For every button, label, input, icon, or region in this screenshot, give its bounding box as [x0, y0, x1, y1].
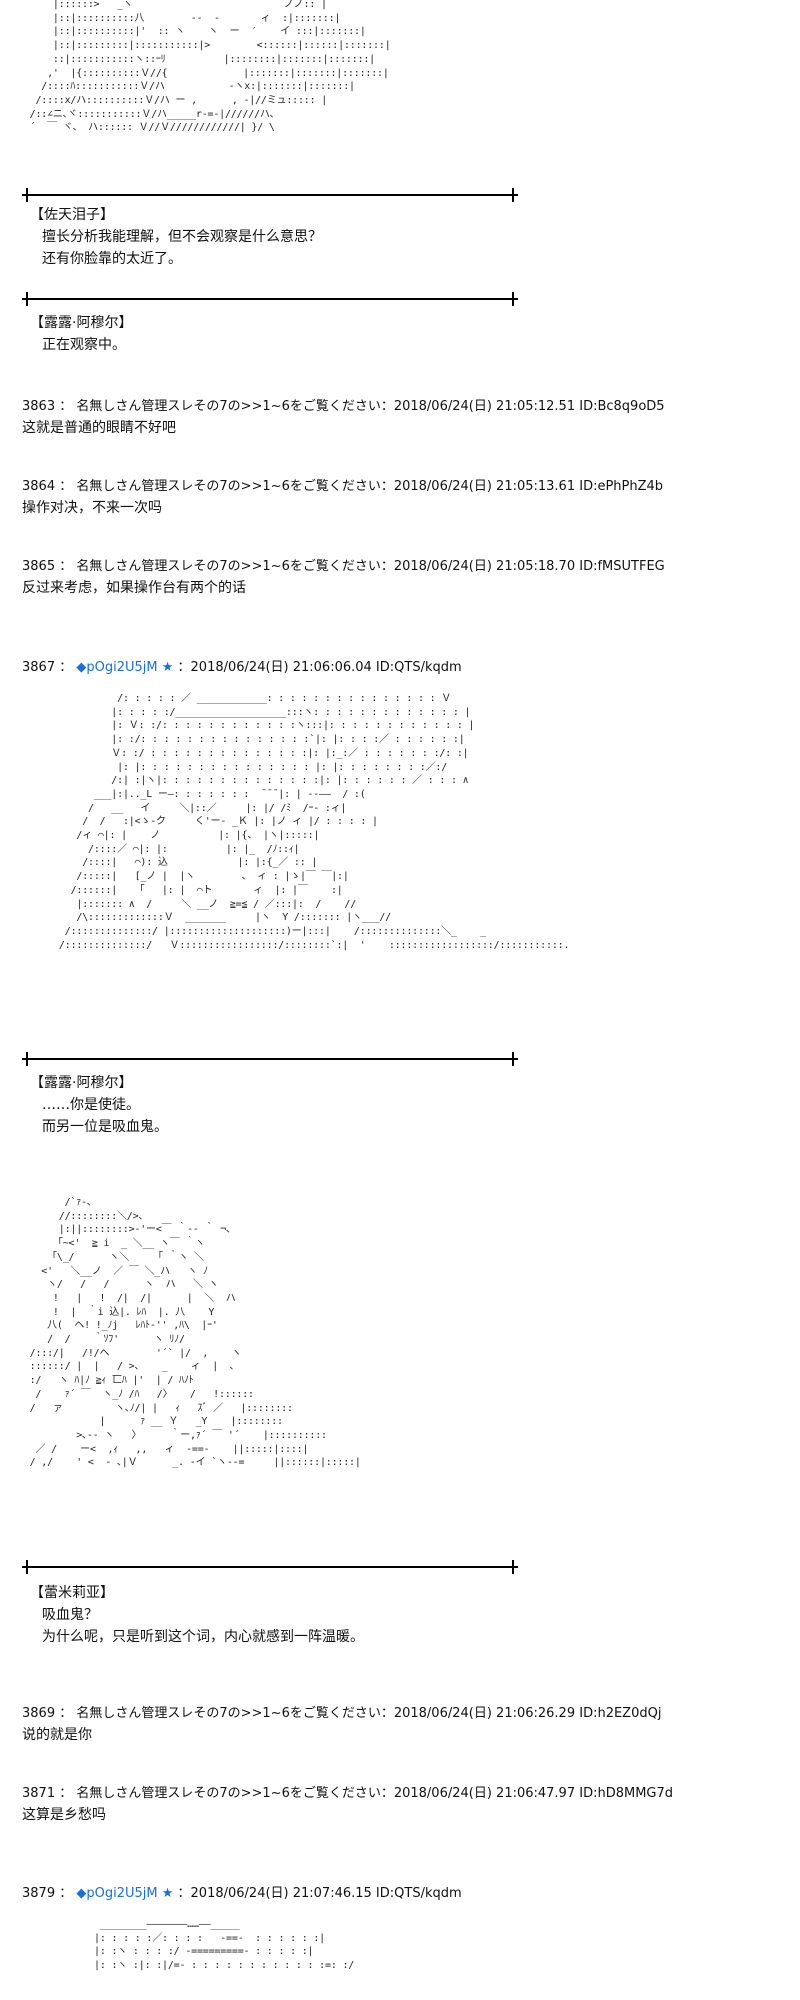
- ascii-art-3: /`ｧ-､ //::::::::＼/>、 |:||::::::::>‐'ー<￣ …: [29, 1197, 361, 1469]
- post-number: 3867 ：: [22, 660, 73, 675]
- dialogue-line: 为什么呢，只是听到这个词，内心就感到一阵温暖。: [42, 1629, 364, 1645]
- post-header-author: 3879 ： ◆pOgi2U5jM ★ ：2018/06/24(日) 21:07…: [22, 1882, 462, 1901]
- post-body: 这算是乡愁吗: [22, 1807, 106, 1823]
- separator-line: [22, 188, 518, 202]
- ascii-art-1: |::::::> _ヽ ノノ:: | |::|::::::::::八 -- - …: [29, 0, 391, 134]
- star-icon: ★: [161, 660, 174, 675]
- post-header: 3863 ： 名無しさん管理スレその7の>>1~6をご覧ください：2018/06…: [22, 399, 665, 414]
- post-body: 操作对决，不来一次吗: [22, 500, 162, 516]
- separator-line: [22, 1560, 518, 1574]
- post-meta: ：2018/06/24(日) 21:06:06.04 ID:QTS/kqdm: [177, 660, 462, 675]
- post-header: 3871 ： 名無しさん管理スレその7の>>1~6をご覧ください：2018/06…: [22, 1786, 674, 1801]
- ascii-art-2: /: : : : : ／ ____________: : : : : : : :…: [58, 693, 570, 951]
- separator-line: [22, 292, 518, 306]
- post-header-author: 3867 ： ◆pOgi2U5jM ★ ：2018/06/24(日) 21:06…: [22, 656, 462, 675]
- dialogue-line: ……你是使徒。: [42, 1097, 140, 1113]
- dialogue-line: 吸血鬼？: [42, 1607, 98, 1623]
- speaker-name: 【蕾米莉亚】: [30, 1585, 114, 1601]
- post-meta: ：2018/06/24(日) 21:07:46.15 ID:QTS/kqdm: [177, 1886, 462, 1901]
- dialogue-line: 正在观察中。: [42, 337, 126, 353]
- dialogue-line: 擅长分析我能理解，但不会观察是什么意思？: [42, 229, 322, 245]
- post-header: 3864 ： 名無しさん管理スレその7の>>1~6をご覧ください：2018/06…: [22, 479, 664, 494]
- post-header: 3869 ： 名無しさん管理スレその7の>>1~6をご覧ください：2018/06…: [22, 1706, 662, 1721]
- speaker-name: 【露露·阿穆尔】: [30, 315, 133, 331]
- author-trip[interactable]: ◆pOgi2U5jM: [76, 660, 158, 675]
- speaker-name: 【露露·阿穆尔】: [30, 1075, 133, 1091]
- author-trip[interactable]: ◆pOgi2U5jM: [76, 1886, 158, 1901]
- post-body: 说的就是你: [22, 1727, 92, 1743]
- dialogue-line: 还有你脸靠的太近了。: [42, 251, 182, 267]
- post-body: 反过来考虑，如果操作台有两个的话: [22, 580, 246, 596]
- separator-line: [22, 1052, 518, 1066]
- star-icon: ★: [161, 1886, 174, 1901]
- speaker-name: 【佐天泪子】: [30, 207, 114, 223]
- post-number: 3879 ：: [22, 1886, 73, 1901]
- dialogue-line: 而另一位是吸血鬼。: [42, 1119, 168, 1135]
- post-header: 3865 ： 名無しさん管理スレその7の>>1~6をご覧ください：2018/06…: [22, 559, 665, 574]
- ascii-art-4: ________―――――――……――_____ |: : : : :／: : …: [94, 1919, 355, 1972]
- post-body: 这就是普通的眼睛不好吧: [22, 420, 176, 436]
